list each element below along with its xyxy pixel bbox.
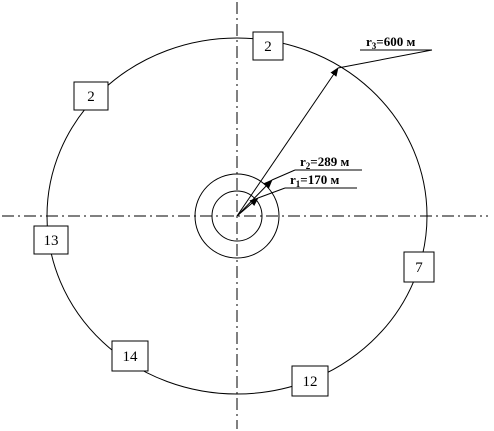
marker-label-top: 2 — [264, 39, 272, 55]
middle-circle-r2 — [194, 173, 280, 259]
radius-label-r3: r3=600 м — [366, 34, 415, 51]
marker-box-upper-left: 2 — [73, 81, 109, 111]
marker-box-lower-left: 14 — [111, 340, 149, 372]
radius-arrow-r1 — [236, 197, 259, 217]
outer-circle-r3 — [46, 37, 428, 395]
radius-label-r2: r2=289 м — [300, 154, 349, 171]
marker-box-top: 2 — [252, 31, 284, 61]
marker-label-upper-left: 2 — [87, 89, 95, 105]
inner-circle-r1 — [211, 190, 263, 242]
marker-box-right: 7 — [403, 251, 435, 283]
radius-arrow-r2 — [236, 179, 273, 217]
leader-line-r1 — [257, 187, 286, 199]
marker-box-bottom: 12 — [291, 365, 329, 397]
leader-line-r3 — [337, 49, 433, 69]
marker-label-left: 13 — [44, 233, 59, 249]
radius-label-r1: r1=170 м — [290, 172, 339, 189]
marker-label-right: 7 — [415, 260, 423, 276]
marker-label-lower-left: 14 — [123, 349, 139, 365]
marker-box-left: 13 — [33, 225, 69, 255]
marker-label-bottom: 12 — [303, 374, 318, 390]
leader-line-r2 — [271, 169, 296, 181]
radius-arrow-r3 — [236, 67, 339, 217]
